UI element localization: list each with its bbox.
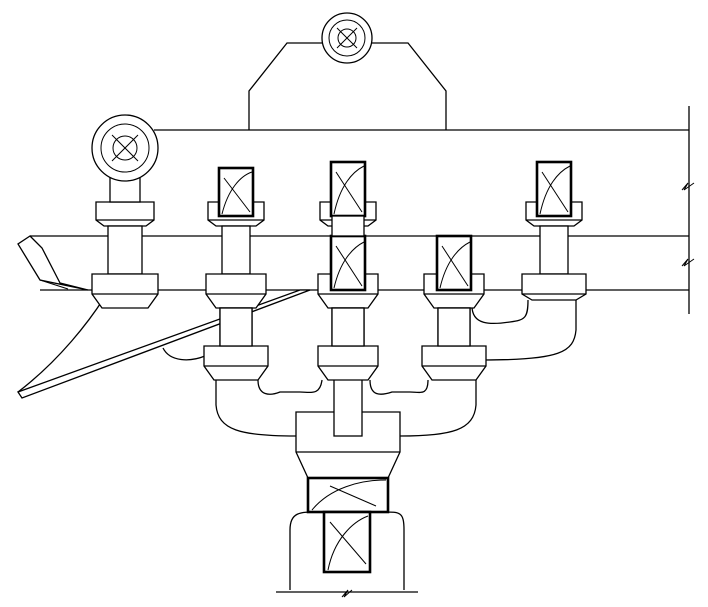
bracket-arm-far-right (483, 300, 577, 361)
break-mark-right-upper (681, 182, 695, 191)
bracket-arm-big-right (399, 380, 477, 437)
break-mark-column (341, 589, 353, 598)
section-block-mid-4 (435, 234, 473, 292)
section-block-upper-2 (217, 166, 255, 218)
bearing-block-upper-1 (95, 201, 155, 275)
left-timber-end (91, 114, 159, 203)
bearing-block-lower-1 (91, 273, 159, 309)
stem-third-3 (437, 307, 471, 347)
bracket-arm-lower-right (369, 379, 429, 395)
stem-third-1 (219, 307, 253, 347)
cantilever-arm-curve (17, 297, 105, 393)
bearing-block-third-1 (203, 345, 269, 381)
cantilever-arm (16, 289, 311, 399)
stem-third-2 (331, 307, 365, 347)
beam-head (17, 235, 89, 291)
section-block-upper-4 (535, 160, 573, 218)
bearing-block-lower-5 (521, 273, 587, 301)
bearing-block-third-3 (421, 345, 487, 381)
column-top-section (306, 476, 390, 514)
bracket-arm-lower-left (257, 379, 323, 395)
main-cap-stem (333, 377, 363, 437)
top-timber-end (321, 12, 373, 64)
bracket-arm-big-left (215, 380, 297, 437)
bearing-block-third-2 (317, 345, 379, 381)
break-mark-right-lower (681, 258, 695, 267)
section-block-mid-3 (329, 234, 367, 292)
column-section (322, 510, 372, 574)
stem-block-1 (331, 215, 365, 237)
section-block-upper-3 (329, 160, 367, 218)
bracket-arm-right-loop (471, 299, 529, 325)
